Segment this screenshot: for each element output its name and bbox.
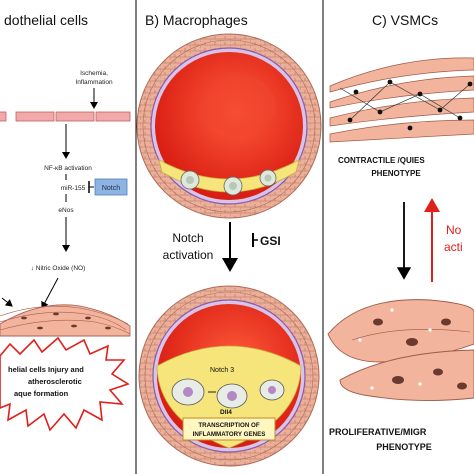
panel-b: B) Macrophages Notch activation GSI xyxy=(136,12,322,467)
transcription-box xyxy=(182,417,276,441)
no-to-plaque-arrow xyxy=(41,277,59,309)
contractile-label-1: CONTRACTILE /QUIES xyxy=(338,156,425,165)
injury-starburst xyxy=(0,336,130,432)
notch-red-label-2: acti xyxy=(444,240,463,254)
proliferative-cells xyxy=(327,299,474,402)
notch-red-label-1: No xyxy=(446,223,462,237)
injury-text-1: helial cells Injury and xyxy=(8,365,84,374)
nfkb-label: NF-κB activation xyxy=(44,165,92,172)
contractile-label-2: PHENOTYPE xyxy=(371,169,421,178)
notch3-label: Notch 3 xyxy=(210,367,234,374)
contractile-cells xyxy=(329,57,474,143)
panel-c-title: C) VSMCs xyxy=(372,12,438,28)
panel-c: C) VSMCs CONTRACTILE /QUIES PHENOTYPE No… xyxy=(327,12,474,452)
ischemia-label: Ischemia, xyxy=(80,70,108,77)
injury-text-2: atherosclerotic xyxy=(28,377,82,386)
notch-box xyxy=(94,178,128,196)
inflammation-label: Inflammation xyxy=(75,79,113,86)
panel-b-title: B) Macrophages xyxy=(145,12,248,28)
injury-text-3: aque formation xyxy=(14,389,69,398)
notch-activation-label-1: Notch xyxy=(172,231,203,245)
vessel-healthy xyxy=(136,33,322,219)
nitric-oxide-label: ↓ Nitric Oxide (NO) xyxy=(31,265,86,272)
proliferative-label-1: PROLIFERATIVE/MIGR xyxy=(329,427,427,437)
side-arrow xyxy=(1,297,13,307)
notch-box-label: Notch xyxy=(102,185,120,192)
transcription-label-1: TRANSCRIPTION OF xyxy=(198,422,259,429)
plaque-cell-layer xyxy=(0,304,131,337)
dll4-label: Dll4 xyxy=(220,409,232,416)
notch-activation-label-2: activation xyxy=(163,248,214,262)
proliferative-label-2: PHENOTYPE xyxy=(376,442,432,452)
gsi-label: GSI xyxy=(260,234,281,248)
panel-a: dothelial cells Ischemia, Inflammation N… xyxy=(0,12,131,432)
mir155-label: miR-155 xyxy=(61,185,86,192)
enos-label: eNos xyxy=(58,207,74,214)
panel-a-title: dothelial cells xyxy=(4,12,88,28)
endothelial-cell-row xyxy=(0,111,131,122)
transcription-label-2: INFLAMMATORY GENES xyxy=(193,431,266,438)
